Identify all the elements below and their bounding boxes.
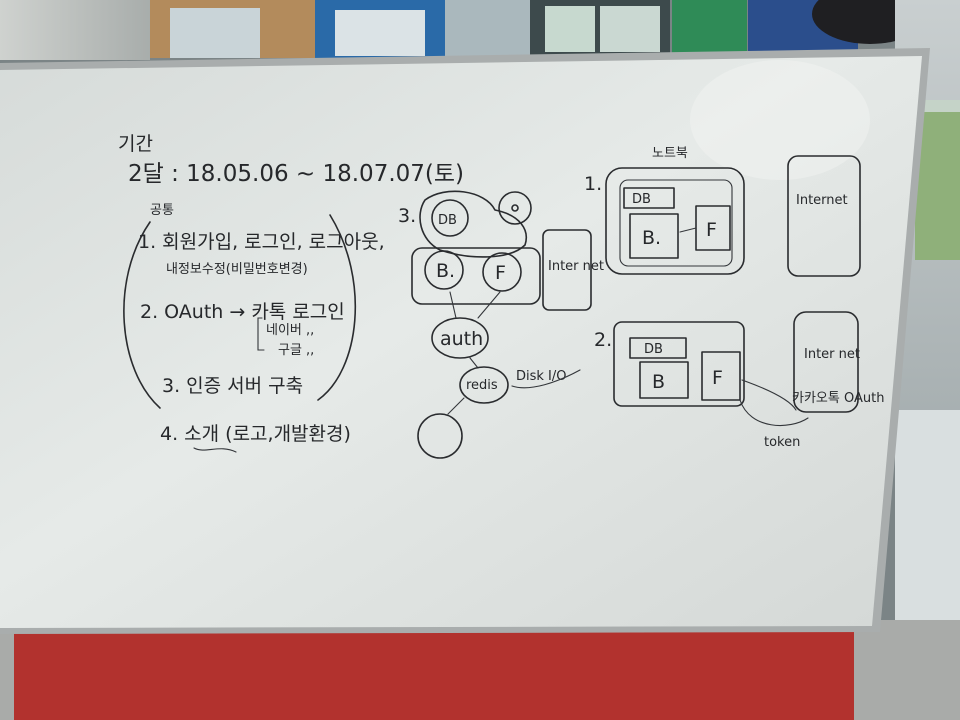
diagram-1-internet-label: Internet <box>796 193 848 208</box>
diagram-1-laptop-box <box>605 167 745 275</box>
diagram-3-disk-underline <box>511 369 581 389</box>
diagram-1-b-node <box>629 213 679 259</box>
diagram-1-db-label: DB <box>632 192 651 207</box>
diagram-3-disk-dot <box>511 204 519 212</box>
diagram-1-internet-box <box>787 155 861 277</box>
diagram-3-f-node <box>482 252 522 292</box>
diagram-3: 3. DB B. F Inter net auth redis Disk I/O <box>398 190 604 459</box>
arrow-auth-redis <box>469 357 479 369</box>
diagram-2-f-label: F <box>712 367 723 389</box>
diagram-1-inner-box <box>619 179 733 267</box>
diagram-2-db-node <box>629 337 687 359</box>
red-counter <box>14 628 854 720</box>
diagram-3-internet-box <box>542 229 592 311</box>
diagram-3-auth-node <box>431 317 489 359</box>
diagram-2-oauth-note: 카카오톡 OAuth <box>792 391 884 406</box>
item-1: 1. 회원가입, 로그인, 로그아웃, <box>138 231 385 253</box>
diagram-3-internet-label: Inter net <box>548 259 604 274</box>
diagram-3-disk-node <box>498 191 532 225</box>
diagram-2-server-box <box>613 321 745 407</box>
item-1-sub: 내정보수정(비밀번호변경) <box>166 262 308 277</box>
diagram-2-internet-label: Inter net <box>804 347 860 362</box>
item-3: 3. 인증 서버 구축 <box>162 375 303 397</box>
diagram-3-loop-node <box>417 413 463 459</box>
diagram-3-disk-note: Disk I/O <box>516 369 567 384</box>
diagram-2-arrow-token <box>739 399 809 427</box>
item-2: 2. OAuth → 카톡 로그인 <box>140 301 345 323</box>
underline-squiggle <box>193 447 237 453</box>
schedule-notes: 기간 2달 : 18.05.06 ~ 18.07.07(토) 공통 1. 회원가… <box>118 133 464 453</box>
diagram-3-cloud <box>419 190 527 258</box>
diagram-3-db-node <box>431 199 469 237</box>
diagram-1-f-label: F <box>706 219 717 241</box>
diagram-3-redis-node <box>459 366 509 404</box>
section-label: 공통 <box>150 203 174 218</box>
whiteboard <box>0 48 930 634</box>
diagram-2-b-node <box>639 361 689 399</box>
diagram-1-b-label: B. <box>642 227 661 249</box>
diagram-1-label: 노트북 <box>652 146 688 161</box>
diagram-3-b-label: B. <box>436 260 455 282</box>
diagram-1: 1. 노트북 DB B. F Internet <box>584 146 861 277</box>
diagram-3-auth-label: auth <box>440 328 483 350</box>
diagram-2-b-label: B <box>652 371 665 393</box>
diagram-2-internet-box <box>793 311 859 413</box>
diagram-2-number: 2. <box>594 329 612 351</box>
right-bracket <box>317 214 356 401</box>
item-2-sub-2: 구글 ,, <box>278 343 314 358</box>
period-label: 기간 <box>118 133 153 155</box>
arrow-b-auth <box>449 291 457 319</box>
diagram-1-number: 1. <box>584 173 602 195</box>
oauth-brace <box>257 317 265 351</box>
left-bracket <box>123 221 161 409</box>
diagram-3-redis-label: redis <box>466 378 498 393</box>
diagram-3-db-label: DB <box>438 213 457 228</box>
diagram-3-b-node <box>424 250 464 290</box>
item-4: 4. 소개 (로고,개발환경) <box>160 423 351 445</box>
arrow-f-auth <box>477 291 501 319</box>
diagram-2-token-note: token <box>764 435 800 450</box>
item-2-sub-1: 네이버 ,, <box>266 323 314 338</box>
diagram-2-f-node <box>701 351 741 401</box>
diagram-3-number: 3. <box>398 205 416 227</box>
period-value: 2달 : 18.05.06 ~ 18.07.07(토) <box>128 161 464 187</box>
diagram-2-db-label: DB <box>644 342 663 357</box>
arrow-redis-loop <box>447 397 465 415</box>
diagram-1-arrow <box>679 227 697 233</box>
diagram-3-f-label: F <box>495 262 506 284</box>
diagram-1-db-node <box>623 187 675 209</box>
diagram-3-server-box <box>411 247 541 305</box>
diagram-2-arrow-out <box>741 379 797 411</box>
diagram-2: 2. DB B F Inter net 카카오톡 OAuth token <box>594 311 884 450</box>
